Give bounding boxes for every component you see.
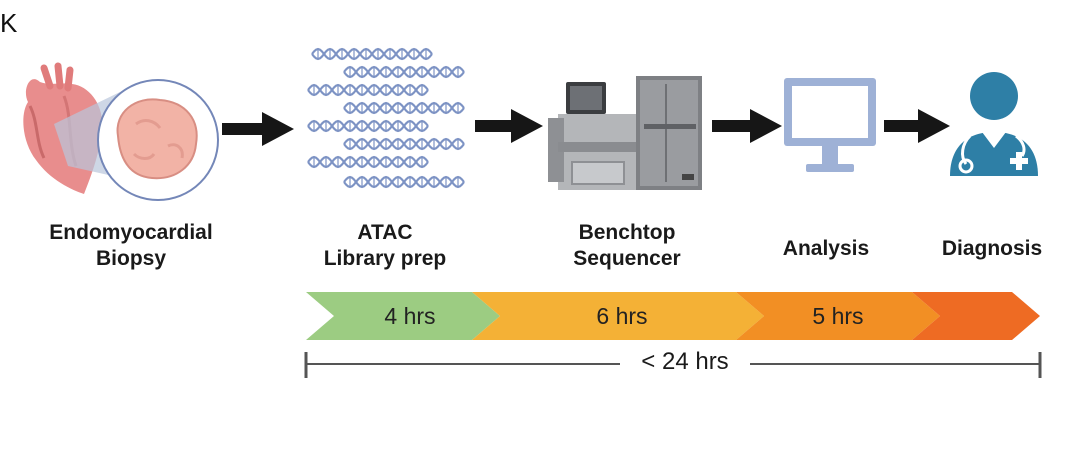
dna-strand-2-2 — [343, 65, 465, 79]
computer-monitor-icon — [784, 78, 876, 172]
label-diagnosis-line1: Diagnosis — [941, 237, 1043, 260]
doctor-icon — [950, 72, 1038, 176]
label-analysis-line1: Analysis — [782, 237, 870, 260]
label-biopsy-line2: Biopsy — [95, 247, 167, 270]
dna-strand-1-2 — [311, 47, 433, 61]
label-library-line2: Library prep — [323, 247, 447, 270]
timeline-label-3: 5 hrs — [812, 303, 863, 329]
dna-strand-6-2 — [343, 137, 465, 151]
dna-strand-5-2 — [307, 119, 429, 133]
sequencer-icon — [548, 76, 702, 190]
dna-strand-3-2 — [307, 83, 429, 97]
timeline-label-1: 4 hrs — [384, 303, 435, 329]
timeline-label-2: 6 hrs — [596, 303, 647, 329]
panel-letter: K — [0, 8, 18, 38]
dna-strands-icon — [307, 47, 465, 189]
dna-strand-7-2 — [307, 155, 429, 169]
label-library: ATAC Library prep — [324, 220, 447, 272]
total-duration-label: < 24 hrs — [620, 348, 750, 376]
arrow-2 — [475, 109, 543, 143]
timeline-segment-4 — [912, 292, 1040, 340]
arrow-4 — [884, 109, 950, 143]
timeline-segment-2 — [472, 292, 764, 340]
dna-strand-8-2 — [343, 175, 465, 189]
arrow-1 — [222, 112, 294, 146]
label-biopsy-line1: Endomyocardial — [49, 221, 213, 244]
heart-biopsy-icon — [23, 62, 219, 201]
label-sequencer-line2: Sequencer — [573, 247, 681, 270]
label-library-line1: ATAC — [357, 221, 413, 244]
label-biopsy: Endomyocardial Biopsy — [49, 220, 212, 272]
arrow-3 — [712, 109, 782, 143]
label-diagnosis: Diagnosis — [942, 236, 1042, 262]
dna-strand-4-2 — [343, 101, 465, 115]
label-sequencer: Benchtop Sequencer — [573, 220, 680, 272]
label-sequencer-line1: Benchtop — [578, 221, 676, 244]
label-analysis: Analysis — [783, 236, 869, 262]
timeline-segment-1 — [306, 292, 500, 340]
timeline-segment-3 — [736, 292, 940, 340]
